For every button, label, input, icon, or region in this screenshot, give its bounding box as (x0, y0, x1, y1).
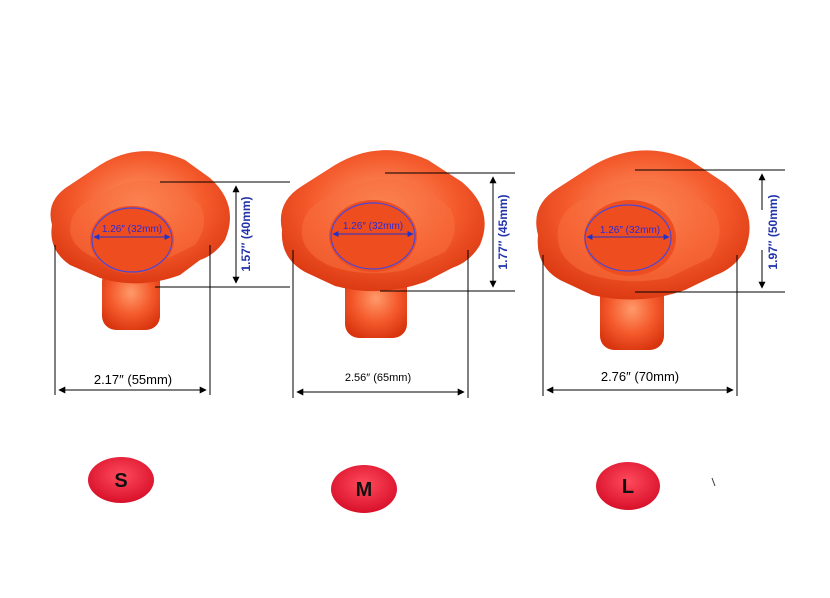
size-l-badge (596, 462, 660, 510)
product-s-width-label-bg (84, 370, 182, 388)
product-m-inner-oval (330, 202, 416, 270)
product-l: 1.26″ (32mm) 1.97″ (50mm) 2.76″ (70mm) L (536, 150, 785, 510)
product-m-inner-label: 1.26″ (32mm) (343, 221, 403, 232)
product-l-inner-oval (584, 204, 672, 272)
product-l-ball (584, 200, 676, 276)
product-s-width-label: 2.17″ (55mm) (94, 372, 172, 387)
product-s-inner-oval (91, 207, 173, 273)
product-m-height-label: 1.77″ (45mm) (496, 194, 510, 269)
product-l-inner-label: 1.26″ (32mm) (600, 225, 660, 236)
product-m-width-label-bg (328, 368, 428, 386)
size-m-badge-label: M (356, 479, 373, 501)
product-l-width-label-bg (584, 366, 696, 386)
size-s-badge-label: S (114, 470, 127, 492)
product-s-ball (90, 206, 174, 274)
size-s-badge (88, 457, 154, 503)
product-l-width-label: 2.76″ (70mm) (601, 369, 679, 384)
product-s-inner-label: 1.26″ (32mm) (102, 224, 162, 235)
stray-mark (711, 477, 716, 487)
product-s-height-label: 1.57″ (40mm) (239, 196, 253, 271)
product-m-width-label: 2.56″ (65mm) (345, 372, 411, 384)
product-l-height-label: 1.97″ (50mm) (766, 194, 780, 269)
product-s: 1.26″ (32mm) 1.57″ (40mm) 2.17″ (55mm) S (50, 151, 290, 503)
product-s-tube (102, 268, 160, 330)
product-l-tube (600, 282, 664, 350)
size-m-badge (331, 465, 397, 513)
product-m: 1.26″ (32mm) 1.77″ (45mm) 2.56″ (65mm) M (280, 150, 515, 513)
size-l-badge-label: L (622, 476, 634, 498)
product-m-ball (329, 200, 417, 272)
